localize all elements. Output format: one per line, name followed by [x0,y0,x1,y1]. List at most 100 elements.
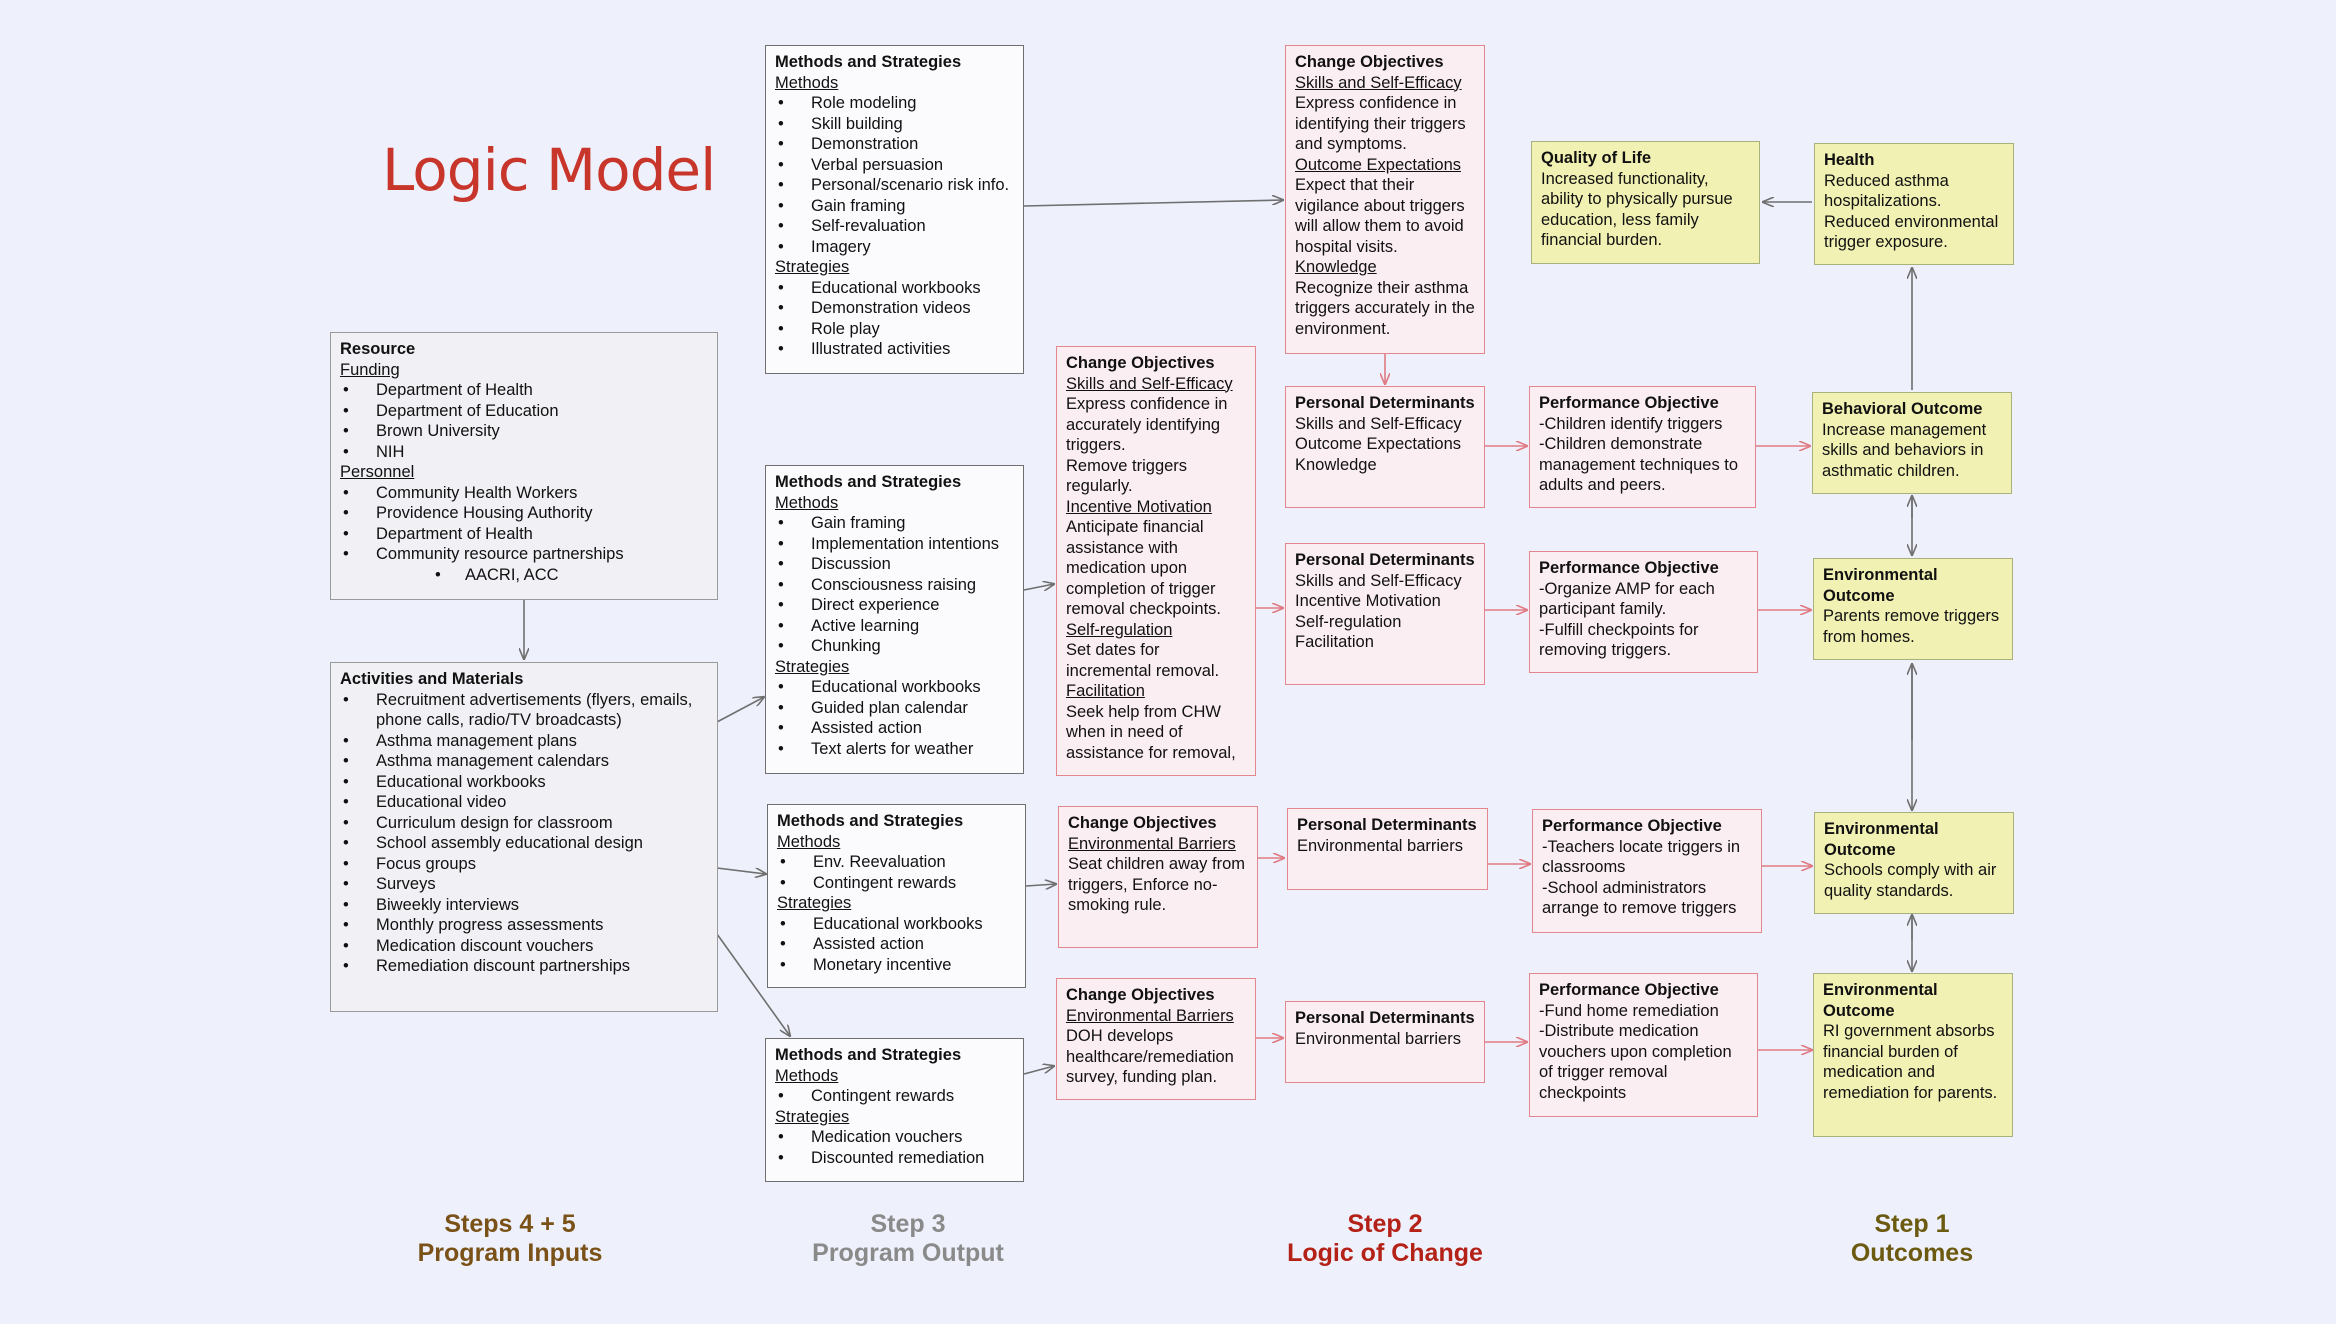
step-label-inputs: Steps 4 + 5 Program Inputs [310,1210,710,1268]
quality-text: Increased functionality, ability to phys… [1541,169,1733,250]
list-item: Community resource partnerships [340,544,708,565]
resource-box: Resource Funding Department of Health De… [330,332,718,600]
performance-objective-4: Performance Objective -Fund home remedia… [1529,973,1758,1117]
list-item: Asthma management plans [340,731,708,752]
list-item: Verbal persuasion [775,155,1014,176]
step-label-change: Step 2 Logic of Change [1185,1210,1585,1268]
list-item: Personal/scenario risk info. [775,175,1014,196]
personal-determinants-4: Personal Determinants Environmental barr… [1285,1001,1485,1083]
determinants-heading: Personal Determinants [1297,816,1477,834]
funding-label: Funding [340,360,400,379]
personal-determinants-2: Personal Determinants Skills and Self-Ef… [1285,543,1485,685]
methods-heading: Methods and Strategies [777,812,964,830]
activities-heading: Activities and Materials [340,670,524,688]
change-heading: Change Objectives [1066,354,1215,372]
determinants-heading: Personal Determinants [1295,551,1475,569]
performance-objective-2: Performance Objective -Organize AMP for … [1529,551,1758,673]
step-number: Step 1 [1874,1210,1950,1238]
arrow-activities-to-methods4 [716,933,790,1036]
performance-line: -Organize AMP for each participant famil… [1539,579,1715,619]
performance-line: -School administrators arrange to remove… [1542,878,1737,918]
section-text: Express confidence in identifying their … [1295,94,1466,153]
determinants-heading: Personal Determinants [1295,1009,1475,1027]
methods-label: Methods [775,1066,839,1085]
section-label: Skills and Self-Efficacy [1066,374,1233,393]
section-label: Skills and Self-Efficacy [1295,73,1462,92]
quality-heading: Quality of Life [1541,149,1652,167]
performance-line: -Fund home remediation [1539,1001,1719,1020]
methods-box-4: Methods and Strategies Methods Contingen… [765,1038,1024,1182]
list-item: Brown University [340,421,708,442]
environmental-outcome-1: Environmental Outcome Parents remove tri… [1813,558,2013,660]
performance-objective-1: Performance Objective -Children identify… [1529,386,1756,508]
performance-line: -Children identify triggers [1539,414,1723,433]
list-item: Discounted remediation [775,1148,1014,1169]
list-item: NIH [340,442,708,463]
list-item: Monetary incentive [777,955,1016,976]
strategies-label: Strategies [775,258,850,276]
performance-heading: Performance Objective [1539,559,1719,577]
performance-objective-3: Performance Objective -Teachers locate t… [1532,809,1762,933]
strategies-label: Strategies [777,894,852,912]
step-number: Step 2 [1347,1210,1423,1238]
section-text: Seek help from CHW when in need of assis… [1066,702,1236,762]
section-text: Remove triggers regularly. [1066,456,1188,496]
list-item: Educational workbooks [775,677,1014,698]
methods-list: Contingent rewards [775,1086,1014,1107]
list-item: Department of Health [340,524,708,545]
strategies-list: Educational workbooks Demonstration vide… [775,278,1014,360]
methods-box-1: Methods and Strategies Methods Role mode… [765,45,1024,374]
determinant-line: Facilitation [1295,633,1374,651]
arrow-methods1-to-change [1023,200,1283,207]
section-label: Outcome Expectations [1295,155,1461,174]
change-heading: Change Objectives [1295,53,1444,71]
strategies-list: Educational workbooks Guided plan calend… [775,677,1014,759]
arrow-methods3-to-change [1025,884,1056,886]
behavioral-heading: Behavioral Outcome [1822,400,1983,418]
determinant-line: Self-regulation [1295,612,1402,631]
list-item: Educational video [340,792,708,813]
change-objectives-env-2: Change Objectives Environmental Barriers… [1056,978,1256,1100]
environmental-outcome-3: Environmental Outcome RI government abso… [1813,973,2013,1137]
determinants-heading: Personal Determinants [1295,394,1475,412]
list-item: Biweekly interviews [340,895,708,916]
resource-heading: Resource [340,340,416,358]
performance-heading: Performance Objective [1539,394,1719,412]
section-label: Self-regulation [1066,620,1173,639]
determinant-line: Environmental barriers [1295,1029,1461,1048]
section-text: DOH develops healthcare/remediation surv… [1066,1027,1234,1086]
arrow-methods2-to-change [1023,584,1054,590]
env-text: Parents remove triggers from homes. [1823,607,2000,646]
list-item: Educational workbooks [340,772,708,793]
list-item: Assisted action [775,718,1014,739]
list-item: Imagery [775,237,1014,258]
step-title: Program Output [812,1239,1004,1267]
list-item: Discussion [775,554,1014,575]
performance-line: -Teachers locate triggers in classrooms [1542,837,1741,877]
performance-line: -Fulfill checkpoints for removing trigge… [1539,620,1699,660]
methods-list: Role modeling Skill building Demonstrati… [775,93,1014,257]
health-heading: Health [1824,151,1875,169]
personal-determinants-3: Personal Determinants Environmental barr… [1287,808,1488,890]
section-text: Seat children away from triggers, Enforc… [1068,855,1245,914]
list-item: Contingent rewards [777,873,1016,894]
list-item: Role modeling [775,93,1014,114]
list-item: Implementation intentions [775,534,1014,555]
behavioral-text: Increase management skills and behaviors… [1822,420,1987,480]
methods-label: Methods [775,73,839,92]
determinant-line: Knowledge [1295,455,1377,474]
performance-line: -Children demonstrate management techniq… [1539,435,1739,494]
funding-list: Department of Health Department of Educa… [340,380,708,462]
determinant-line: Skills and Self-Efficacy [1295,414,1462,433]
quality-of-life-box: Quality of Life Increased functionality,… [1531,141,1760,264]
list-item: Curriculum design for classroom [340,813,708,834]
section-text: Recognize their asthma triggers accurate… [1295,278,1475,338]
list-item: Illustrated activities [775,339,1014,360]
page-title: Logic Model [382,136,716,204]
list-item: Focus groups [340,854,708,875]
list-item: Educational workbooks [775,278,1014,299]
change-heading: Change Objectives [1068,814,1217,832]
health-text: Reduced asthma hospitalizations. Reduced… [1824,171,1999,252]
list-item: Medication discount vouchers [340,936,708,957]
